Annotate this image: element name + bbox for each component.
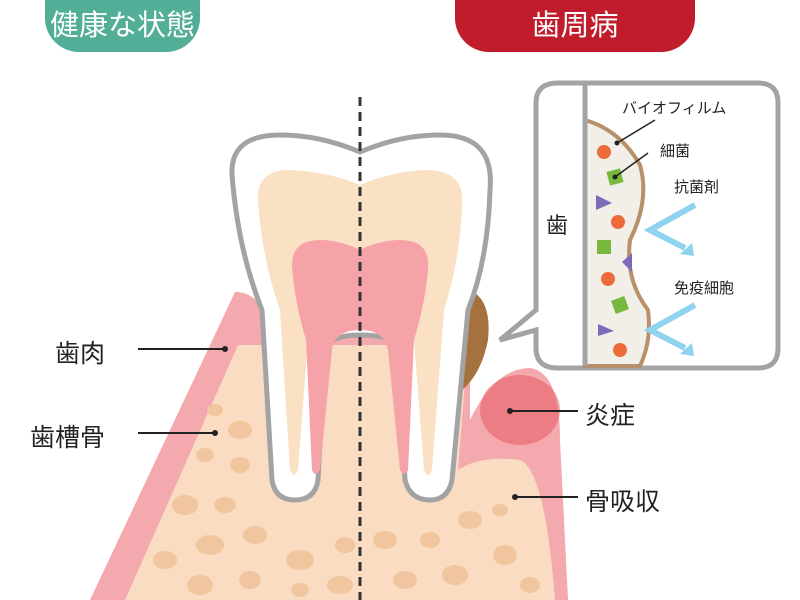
inset-label-antibacterial: 抗菌剤 xyxy=(674,178,720,196)
label-inflammation: 炎症 xyxy=(585,401,636,430)
label-bone-resorption: 骨吸収 xyxy=(585,487,661,516)
bacteria xyxy=(596,145,632,357)
label-gum: 歯肉 xyxy=(55,339,106,368)
inset-callout xyxy=(498,80,781,371)
arrows xyxy=(643,202,697,351)
inset-label-biofilm: バイオフィルム xyxy=(622,99,727,117)
pulp xyxy=(292,240,429,474)
label-alveolar-bone: 歯槽骨 xyxy=(30,423,106,452)
healthy-header: 健康な状態 xyxy=(45,0,200,52)
bone-cells xyxy=(153,404,540,597)
alveolar-bone xyxy=(125,345,555,600)
periodontal-header: 歯周病 xyxy=(455,0,695,52)
inset-label-immune-cells: 免疫細胞 xyxy=(674,279,735,297)
inset-label-tooth: 歯 xyxy=(546,214,569,239)
biofilm xyxy=(583,117,651,368)
inset-label-bacteria: 細菌 xyxy=(660,142,691,160)
leader-lines xyxy=(138,348,578,498)
